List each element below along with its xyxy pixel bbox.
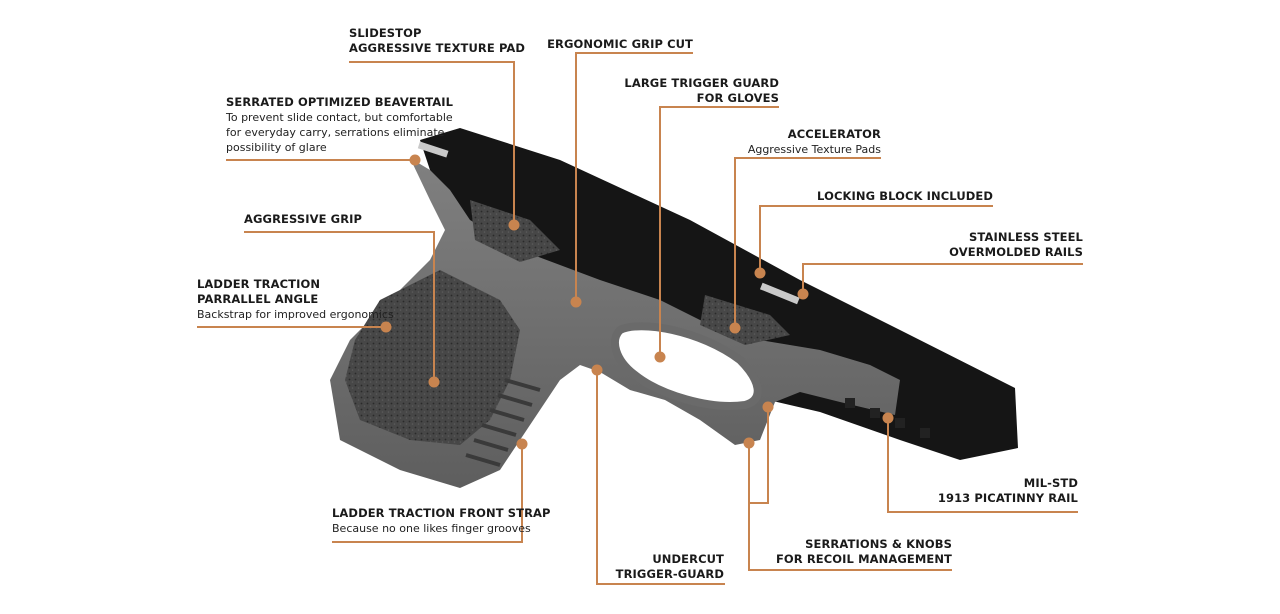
label-ladder-backstrap-line-2: PARRALLEL ANGLE [197,292,319,306]
label-serrations-line-2: FOR RECOIL MANAGEMENT [775,552,952,566]
label-grip-cut-line-1: ERGONOMIC GRIP CUT [547,37,693,51]
label-undercut-line-2: TRIGGER-GUARD [615,567,724,581]
label-accelerator-sub: Aggressive Texture Pads [747,143,881,156]
label-front-strap: LADDER TRACTION FRONT STRAP Because no o… [332,506,551,536]
label-locking-block: LOCKING BLOCK INCLUDED [817,189,993,204]
label-serrations-line-1: SERRATIONS & KNOBS [805,537,952,551]
label-slidestop-line-2: AGGRESSIVE TEXTURE PAD [349,41,526,55]
label-beavertail-sub-3: possibility of glare [226,141,327,154]
label-picatinny-line-1: MIL-STD [1023,476,1078,490]
label-picatinny: MIL-STD 1913 PICATINNY RAIL [938,476,1078,506]
label-accelerator-title: ACCELERATOR [787,127,881,141]
label-ladder-backstrap: LADDER TRACTION PARRALLEL ANGLE Backstra… [197,277,394,322]
label-undercut: UNDERCUT TRIGGER-GUARD [616,552,724,582]
label-grip-cut: ERGONOMIC GRIP CUT [547,37,693,52]
label-trigger-guard-line-1: LARGE TRIGGER GUARD [624,76,779,90]
label-ladder-backstrap-sub: Backstrap for improved ergonomics [197,308,394,321]
label-slidestop-line-1: SLIDESTOP [349,26,422,40]
label-beavertail-title: SERRATED OPTIMIZED BEAVERTAIL [226,95,454,109]
label-front-strap-title: LADDER TRACTION FRONT STRAP [332,506,551,520]
label-trigger-guard-line-2: FOR GLOVES [696,91,779,105]
label-serrations: SERRATIONS & KNOBS FOR RECOIL MANAGEMENT [776,537,952,567]
label-beavertail: SERRATED OPTIMIZED BEAVERTAIL To prevent… [226,95,453,155]
label-ladder-backstrap-line-1: LADDER TRACTION [197,277,321,291]
label-undercut-line-1: UNDERCUT [652,552,724,566]
label-beavertail-sub-1: To prevent slide contact, but comfortabl… [226,111,453,124]
label-picatinny-line-2: 1913 PICATINNY RAIL [937,491,1078,505]
label-beavertail-sub-2: for everyday carry, serrations eliminate [226,126,445,139]
label-locking-block-line-1: LOCKING BLOCK INCLUDED [817,189,993,203]
label-aggressive-grip-line-1: AGGRESSIVE GRIP [244,212,363,226]
label-aggressive-grip: AGGRESSIVE GRIP [244,212,362,227]
label-rails-line-1: STAINLESS STEEL [969,230,1083,244]
label-accelerator: ACCELERATOR Aggressive Texture Pads [748,127,881,157]
label-slidestop: SLIDESTOP AGGRESSIVE TEXTURE PAD [349,26,525,56]
label-rails: STAINLESS STEEL OVERMOLDED RAILS [949,230,1083,260]
label-trigger-guard: LARGE TRIGGER GUARD FOR GLOVES [624,76,779,106]
label-front-strap-sub: Because no one likes finger grooves [332,522,531,535]
label-rails-line-2: OVERMOLDED RAILS [949,245,1083,259]
